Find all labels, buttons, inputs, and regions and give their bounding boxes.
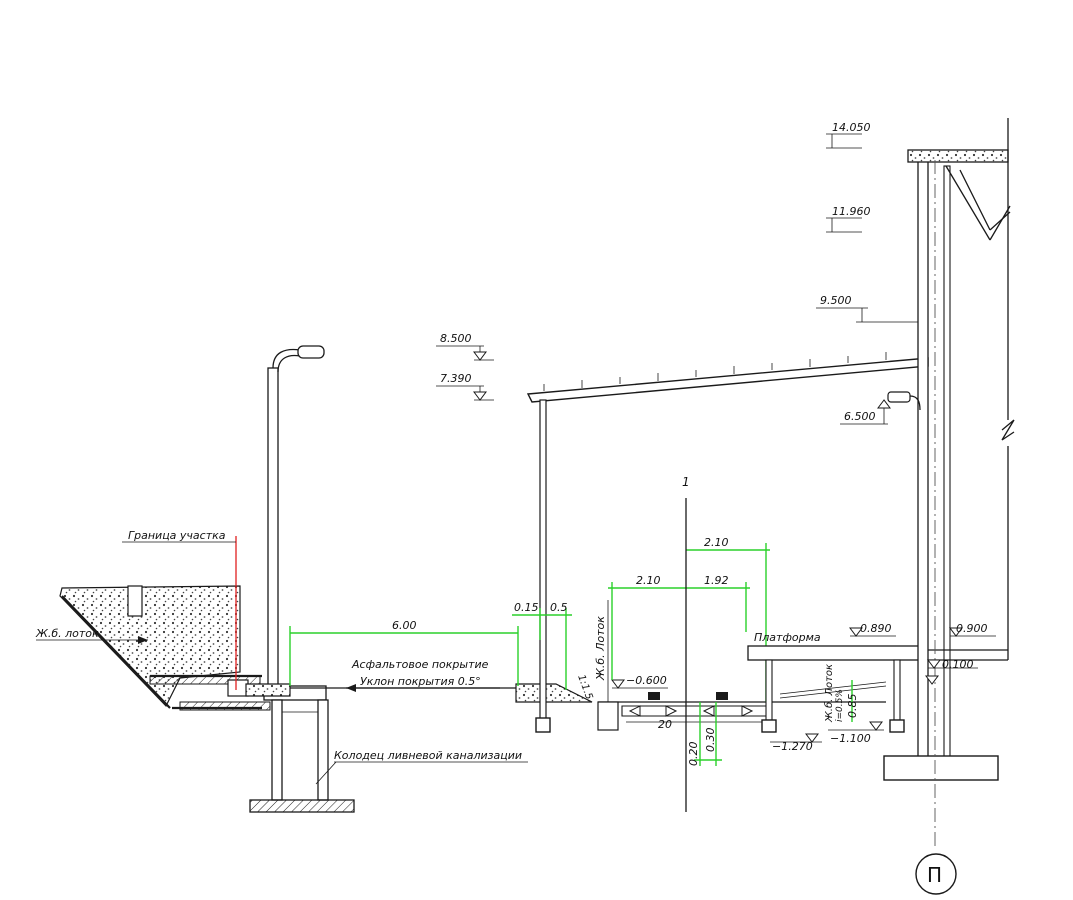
- elev-0900-mark: [949, 627, 963, 637]
- dim-20-text: 20: [658, 718, 672, 731]
- left-embankment: [59, 585, 271, 711]
- asphalt-label: Асфальтовое покрытие: [351, 658, 489, 671]
- elev-m1270-mark: [805, 733, 819, 743]
- elev-9500-text: 9.500: [820, 294, 852, 307]
- elev-7390-text: 7.390: [440, 372, 472, 385]
- canopy-column-footing: [535, 717, 551, 733]
- platform-label: Платформа: [754, 631, 821, 644]
- well-label: Колодец ливневой канализации: [334, 749, 522, 762]
- dim-015-text: 0.15: [514, 601, 539, 614]
- elev-0900-text: 0.900: [956, 622, 988, 635]
- storm-well: [249, 685, 355, 813]
- slope-label: Уклон покрытия 0.5°: [360, 675, 481, 688]
- elev-11960-text: 11.960: [832, 205, 871, 218]
- dim-085-text: 0.85: [846, 694, 859, 719]
- axis-bubble: [915, 853, 957, 895]
- wall-lamp: [887, 391, 921, 411]
- gutter-mid-label: Ж.б. Лоток: [594, 616, 607, 681]
- elev-6500: [840, 399, 891, 425]
- elev-0100-lower-mark: [925, 675, 939, 685]
- elev-0890-mark: [849, 627, 863, 637]
- dim-030-text: 0.30: [704, 728, 717, 753]
- axis-bubble-label: П: [927, 863, 942, 887]
- elev-m0600-text: −0.600: [626, 674, 667, 687]
- dim-05-text: 0.5: [550, 601, 568, 614]
- elev-m1100-mark: [869, 721, 883, 731]
- elev-m1100-text: −1.100: [830, 732, 871, 745]
- elev-11960: [826, 217, 862, 233]
- building: [883, 118, 1015, 781]
- dim-192-text: 1.92: [704, 574, 729, 587]
- elev-8500: [436, 345, 494, 361]
- elev-m1270-text: −1.270: [772, 740, 813, 753]
- elev-0100-text: 0.100: [942, 658, 974, 671]
- section-mark-1: 1: [682, 475, 690, 489]
- elev-14050-text: 14.050: [832, 121, 871, 134]
- street-lamp: [267, 345, 325, 689]
- elev-7390: [436, 385, 494, 401]
- rail-track: [597, 681, 887, 731]
- elev-6500-text: 6.500: [844, 410, 876, 423]
- canopy-column: [539, 399, 547, 721]
- dim-210a-text: 2.10: [704, 536, 729, 549]
- dim-020-text: 0.20: [687, 742, 700, 767]
- elev-8500-text: 8.500: [440, 332, 472, 345]
- gutter-left-label: Ж.б. лоток: [35, 627, 99, 640]
- dim-210b-text: 2.10: [636, 574, 661, 587]
- elev-m0600-mark: [611, 679, 625, 689]
- elev-0890-text: 0.890: [860, 622, 892, 635]
- well-leader: [315, 761, 337, 785]
- gutter-left-arrow: [138, 636, 148, 644]
- elev-9500: [816, 307, 918, 323]
- site-boundary-label: Граница участка: [128, 529, 226, 542]
- gutter-right-label: Ж.б. Лоток: [823, 664, 835, 723]
- slope-arrow-head: [346, 684, 356, 692]
- elev-14050: [826, 133, 862, 149]
- slope-right-label: i=0.5%: [835, 689, 845, 722]
- dim-600-text: 6.00: [392, 619, 417, 632]
- elev-0100-mark: [927, 659, 941, 669]
- ground-fill-left: [245, 683, 291, 697]
- canopy-roof: [526, 352, 929, 403]
